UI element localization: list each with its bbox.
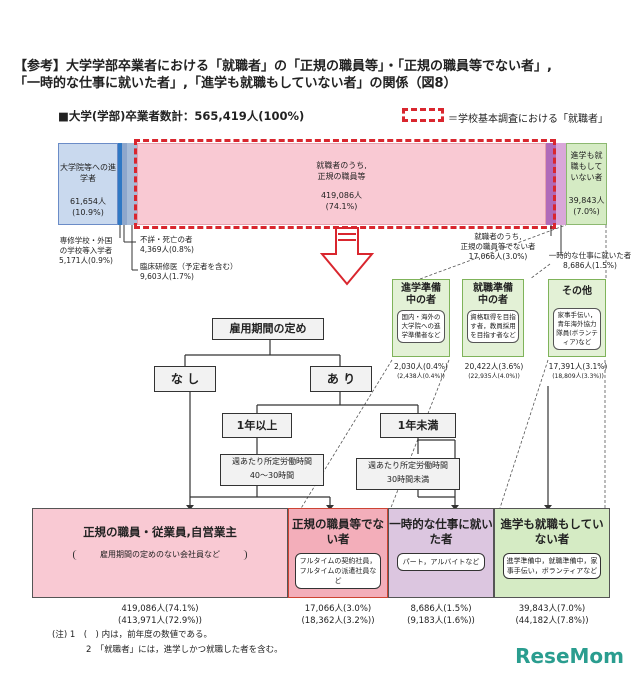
- bar-segment-neither: 進学も就職もしていない者 39,843人 (7.0%): [566, 143, 607, 225]
- category-desc: フルタイムの契約社員，フルタイムの派遣社員など: [295, 553, 381, 589]
- green-card-body: 資格取得を目指す者，教員採用を目指す者など: [467, 310, 519, 343]
- tree-over1-box: 1年以上: [222, 413, 292, 438]
- callout-nonregular: 就職者のうち, 正規の職員等でない者 17,066人(3.0%): [448, 232, 548, 262]
- tree-hours-range: 30時間未満: [386, 475, 430, 484]
- green-card-shushoku: 就職準備 中の者 資格取得を目指す者，教員採用を目指す者など: [462, 279, 524, 357]
- green-card-title2: 中の者: [478, 295, 508, 306]
- category-regular: 正規の職員・従業員,自営業主 雇用期間の定めのない会社員など: [32, 508, 288, 598]
- value-current: 17,066人(3.0%): [304, 604, 372, 614]
- tree-under1-box: 1年未満: [380, 413, 456, 438]
- bar-segment-regular: 就職者のうち, 正規の職員等 419,086人 (74.1%): [137, 143, 546, 225]
- callout-rinsho: 臨床研修医（予定者を含む） 9,603人(1.7%): [140, 262, 238, 282]
- callout-rinsho-value: 9,603人(1.7%): [140, 272, 194, 281]
- tree-ari-box: あ り: [310, 366, 372, 392]
- value-prev: (18,362人(3.2%)): [301, 616, 375, 626]
- green-value-prev: (2,438人(0.4%)): [397, 373, 445, 380]
- tree-hours-40-30-box: 週あたり所定労働時間 40～30時間: [220, 454, 324, 486]
- legend-label: ＝学校基本調査における「就職者」: [448, 114, 608, 125]
- bar-segment-rinsho: [127, 143, 137, 225]
- category-title: 一時的な仕事に就いた者: [389, 517, 493, 546]
- none-pct: (7.0%): [573, 207, 600, 216]
- green-value-current: 20,422人(3.6%): [464, 362, 524, 371]
- callout-temporary: 一時的な仕事に就いた者 8,686人(1.5%): [544, 251, 636, 271]
- category-desc: パート，アルバイトなど: [397, 553, 485, 571]
- value-current: 419,086人(74.1%): [121, 604, 199, 614]
- value-prev: (9,183人(1.6%)): [407, 616, 475, 626]
- green-value-shingaku: 2,030人(0.4%) (2,438人(0.4%)): [384, 362, 458, 382]
- value-current: 39,843人(7.0%): [518, 604, 586, 614]
- tree-nashi-box: な し: [154, 366, 216, 392]
- bar-segment-nonregular: [546, 143, 556, 225]
- green-card-title: 進学準備: [401, 283, 441, 294]
- category-desc: 雇用期間の定めのない会社員など: [73, 550, 247, 560]
- tree-hours-label: 週あたり所定労働時間: [232, 457, 312, 466]
- reg-label1: 就職者のうち,: [316, 161, 367, 170]
- value-prev: (44,182人(7.8%)): [515, 616, 589, 626]
- figure-title: 【参考】大学学部卒業者における「就職者」の「正規の職員等」・「正規の職員等でない…: [14, 59, 552, 91]
- grad-label: 大学院等への進学者: [60, 163, 116, 183]
- callout-senshu: 専修学校・外国 の学校等入学者 5,171人(0.9%): [44, 236, 128, 266]
- callout-rinsho-l1: 臨床研修医（予定者を含む）: [140, 262, 238, 271]
- green-card-body: 家事手伝い，青年海外協力隊員(ボランティア)など: [553, 308, 601, 350]
- callout-nonreg-l2: 正規の職員等でない者: [460, 242, 536, 251]
- category-nonregular: 正規の職員等でない者 フルタイムの契約社員，フルタイムの派遣社員など: [288, 508, 388, 598]
- callout-fumei-l1: 不詳・死亡の者: [140, 235, 193, 244]
- green-card-shingaku: 進学準備 中の者 国内・海外の大学院への進学準備者など: [392, 279, 450, 357]
- grad-count: 61,654人: [70, 197, 106, 206]
- bar-segment-senshu: [118, 143, 122, 225]
- none-count: 39,843人: [568, 196, 605, 205]
- category-regular-values: 419,086人(74.1%) (413,971人(72.9%)): [32, 603, 288, 627]
- callout-senshu-l1: 専修学校・外国: [59, 236, 113, 245]
- green-value-sonota: 17,391人(3.1%) (18,809人(3.3%)): [540, 362, 616, 382]
- category-nonregular-values: 17,066人(3.0%) (18,362人(3.2%)): [288, 603, 388, 627]
- category-neither-values: 39,843人(7.0%) (44,182人(7.8%)): [494, 603, 610, 627]
- callout-temp-l1: 一時的な仕事に就いた者: [548, 251, 632, 260]
- callout-fumei-value: 4,369人(0.8%): [140, 245, 194, 254]
- callout-fumei: 不詳・死亡の者 4,369人(0.8%): [140, 235, 194, 255]
- category-title: 正規の職員等でない者: [292, 517, 384, 546]
- green-value-current: 17,391人(3.1%): [548, 362, 608, 371]
- green-card-title: 就職準備: [473, 283, 513, 294]
- category-temporary-values: 8,686人(1.5%) (9,183人(1.6%)): [388, 603, 494, 627]
- category-neither: 進学も就職もしていない者 進学準備中，就職準備中，家事手伝い，ボランティアなど: [494, 508, 610, 598]
- bar-segment-temporary: [556, 143, 566, 225]
- resemom-logo: ReseMom: [515, 644, 624, 668]
- bar-segment-graduate-school: 大学院等への進学者 61,654人 (10.9%): [58, 143, 118, 225]
- green-card-sonota: その他 家事手伝い，青年海外協力隊員(ボランティア)など: [548, 279, 606, 357]
- total-graduates: ■大学(学部)卒業者数計：565,419人(100%): [58, 109, 305, 123]
- down-arrow-icon: [319, 227, 375, 286]
- tree-root-box: 雇用期間の定め: [212, 318, 324, 340]
- category-temporary: 一時的な仕事に就いた者 パート，アルバイトなど: [388, 508, 494, 598]
- note-2: 2 「就職者」には，進学しかつ就職した者を含む。: [86, 645, 283, 655]
- green-value-prev: (18,809人(3.3%)): [552, 373, 604, 380]
- green-value-current: 2,030人(0.4%): [394, 362, 448, 371]
- value-prev: (413,971人(72.9%)): [118, 616, 202, 626]
- tree-hours-under30-box: 週あたり所定労働時間 30時間未満: [356, 458, 460, 490]
- green-value-shushoku: 20,422人(3.6%) (22,935人(4.0%)): [456, 362, 532, 382]
- reg-pct: (74.1%): [325, 202, 358, 211]
- green-card-title: その他: [562, 286, 592, 297]
- callout-senshu-value: 5,171人(0.9%): [59, 256, 113, 265]
- tree-hours-range: 40～30時間: [249, 471, 295, 480]
- note-1: (注) 1 ( ) 内は，前年度の数値である。: [52, 630, 212, 640]
- legend-dashed-swatch: [402, 108, 444, 122]
- callout-temp-value: 8,686人(1.5%): [563, 261, 617, 270]
- category-desc: 進学準備中，就職準備中，家事手伝い，ボランティアなど: [503, 553, 601, 579]
- green-card-title2: 中の者: [406, 295, 436, 306]
- green-card-body: 国内・海外の大学院への進学準備者など: [397, 310, 445, 343]
- callout-nonreg-l1: 就職者のうち,: [474, 232, 522, 241]
- none-label: 進学も就職もしていない者: [570, 151, 603, 182]
- category-title: 進学も就職もしていない者: [500, 517, 604, 546]
- callout-nonreg-value: 17,066人(3.0%): [468, 252, 528, 261]
- callout-senshu-l2: の学校等入学者: [59, 246, 113, 255]
- green-value-prev: (22,935人(4.0%)): [468, 373, 520, 380]
- grad-pct: (10.9%): [72, 208, 104, 217]
- value-current: 8,686人(1.5%): [410, 604, 472, 614]
- reg-label2: 正規の職員等: [317, 172, 366, 181]
- reg-count: 419,086人: [320, 191, 363, 200]
- tree-hours-label: 週あたり所定労働時間: [368, 461, 448, 470]
- category-title: 正規の職員・従業員,自営業主: [83, 525, 237, 539]
- bar-segment-fumei: [122, 143, 127, 225]
